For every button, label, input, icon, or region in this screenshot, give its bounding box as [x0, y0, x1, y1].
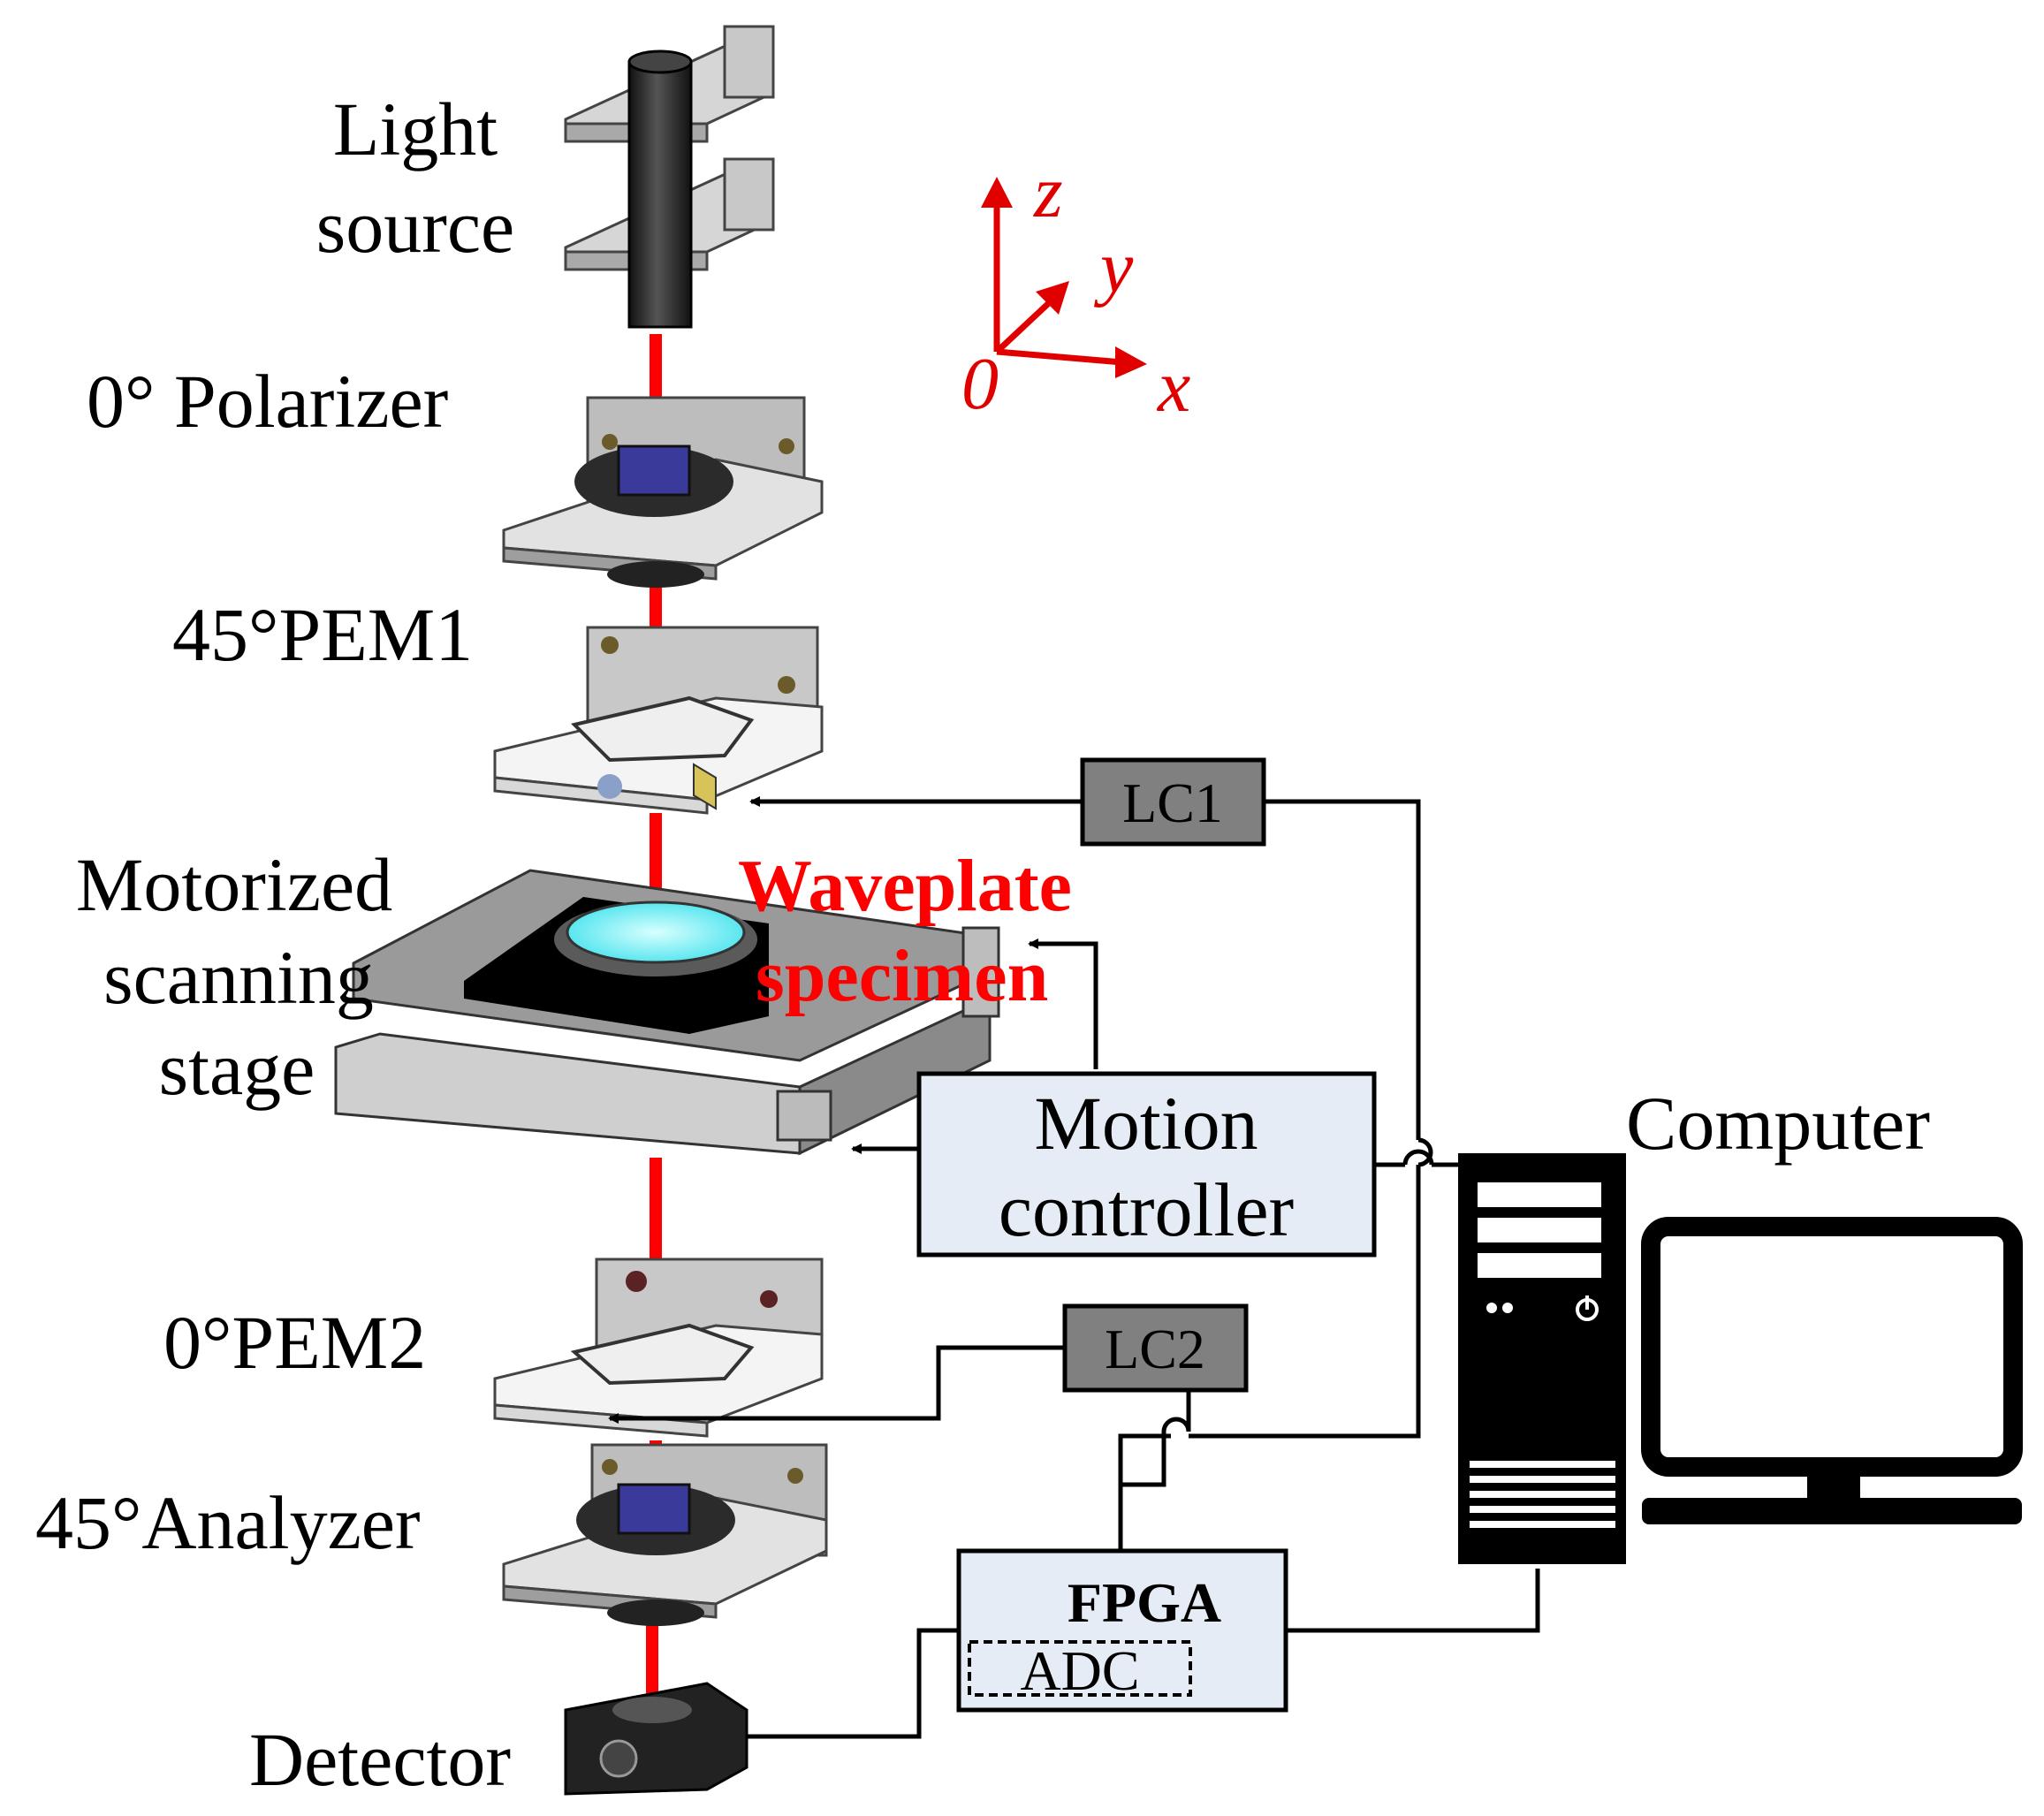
- light-source-label-line1: Light: [333, 87, 498, 171]
- light-source-device: [564, 25, 775, 329]
- waveplate-label-line2: specimen: [756, 935, 1048, 1017]
- stage-label-line2: scanning: [103, 935, 374, 1020]
- analyzer-device: [502, 1443, 828, 1626]
- adc-label: ADC: [1020, 1639, 1139, 1702]
- pem1-label: 45°PEM1: [172, 592, 473, 677]
- motion-controller-box: [916, 1071, 1377, 1258]
- polarizer-device: [502, 396, 824, 588]
- computer-label: Computer: [1626, 1081, 1930, 1166]
- pem2-device: [493, 1258, 824, 1438]
- detector-device: [564, 1682, 748, 1796]
- pem1-device: [493, 626, 824, 815]
- lc2-box: [1062, 1303, 1249, 1393]
- polarizer-label: 0° Polarizer: [87, 359, 448, 444]
- fpga-label: FPGA: [1068, 1571, 1221, 1634]
- detector-label: Detector: [249, 1717, 511, 1802]
- scanning-stage-device: [334, 869, 1000, 1156]
- axis-y-label: y: [1093, 226, 1134, 308]
- stage-label-line3: stage: [159, 1026, 315, 1111]
- axis-origin-label: 0: [961, 343, 999, 425]
- lc2-label: LC2: [1105, 1318, 1205, 1380]
- axis-z-label: z: [1033, 151, 1063, 233]
- lc1-box: [1080, 757, 1266, 847]
- motion-controller-label-line2: controller: [999, 1167, 1294, 1252]
- wiring: [608, 796, 1540, 1739]
- pem2-label: 0°PEM2: [163, 1300, 426, 1385]
- lc1-label: LC1: [1122, 771, 1223, 834]
- stage-label-line1: Motorized: [76, 842, 392, 927]
- fpga-box: [956, 1548, 1288, 1713]
- analyzer-label: 45°Analyzer: [35, 1480, 421, 1565]
- light-source-label-line2: source: [316, 184, 514, 269]
- coordinate-axes: [981, 177, 1147, 378]
- waveplate-label-line1: Waveplate: [738, 845, 1072, 927]
- axis-x-label: x: [1156, 346, 1190, 428]
- adc-box: [968, 1640, 1192, 1697]
- motion-controller-label-line1: Motion: [1034, 1081, 1258, 1166]
- computer-device: [1458, 1153, 2023, 1564]
